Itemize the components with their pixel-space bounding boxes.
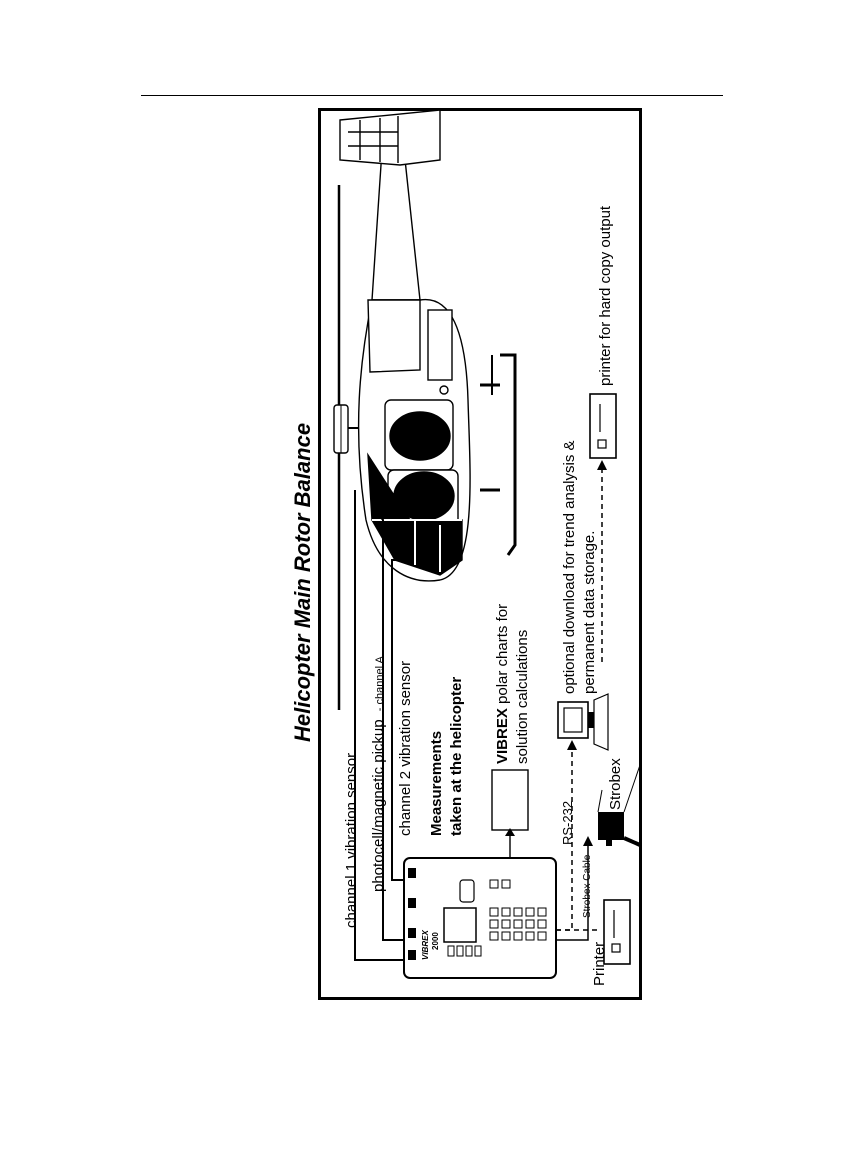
optional-line1: optional download for trend analysis & (561, 441, 578, 695)
vibrex-label-line1: VIBREX polar charts for (494, 604, 511, 764)
window-rear (389, 411, 451, 461)
measurements-line2: taken at the helicopter (448, 677, 465, 836)
measurements-line1: Measurements (428, 731, 445, 836)
polar-chart-box (491, 769, 529, 831)
photocell-channel: - channel A (374, 656, 386, 712)
device-model: 2000 (431, 932, 440, 950)
output-printer-icon (589, 393, 617, 459)
device-brand: VIBREX (421, 930, 430, 960)
helicopter-illustration (333, 109, 517, 710)
printer-icon (603, 899, 631, 965)
header-rule (141, 95, 723, 96)
strobex-label: Strobex (607, 758, 624, 810)
vibrex-bold: VIBREX (494, 708, 511, 764)
rs232-label: RS-232 (560, 801, 575, 845)
printer-label: Printer (591, 942, 608, 986)
landing-skid (500, 353, 517, 556)
device-keypad (447, 879, 547, 957)
channel1-cable (354, 490, 404, 961)
channel2-label: channel 2 vibration sensor (397, 661, 414, 836)
rs232-line (556, 745, 573, 931)
vibrex-rest: polar charts for (494, 604, 511, 708)
strobex-cable-label: Strobex Cable (582, 854, 593, 918)
photocell-label: photocell/magnetic pickup - channel A (370, 656, 387, 892)
diagram-frame (318, 108, 642, 1000)
vibrex-device: VIBREX 2000 (403, 857, 557, 979)
optional-line2: permanent data storage. (581, 531, 598, 694)
diagram-title: Helicopter Main Rotor Balance (290, 423, 315, 742)
strobex-cable-line (556, 842, 589, 941)
printer-output-label: printer for hard copy output (597, 205, 614, 386)
arrow-to-chart (505, 828, 515, 836)
photocell-prefix: photocell/magnetic pickup (370, 719, 387, 892)
computer-icon (557, 693, 609, 751)
photocell-cable (371, 504, 404, 941)
tail-boom (371, 149, 421, 301)
vibrex-label-line2: solution calculations (514, 630, 531, 764)
strobex-icon (597, 764, 641, 847)
device-screen (443, 907, 477, 943)
device-body (403, 857, 557, 979)
channel1-label: channel 1 vibration sensor (343, 753, 360, 928)
tail-fin (339, 109, 441, 166)
